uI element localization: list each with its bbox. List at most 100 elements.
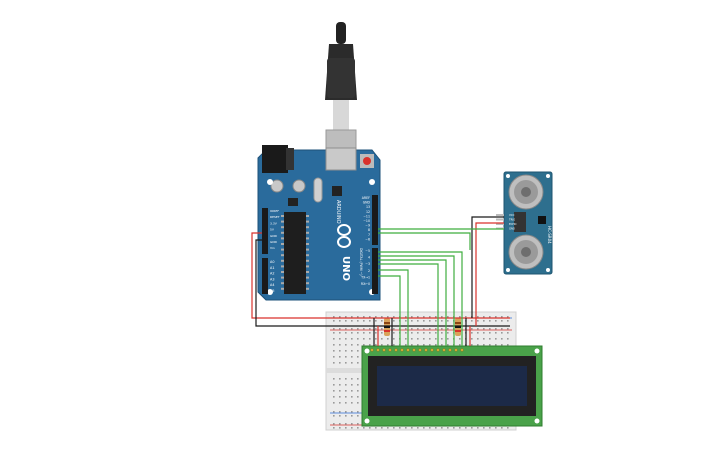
bb-rail-hole[interactable] (345, 427, 347, 429)
bb-rail-hole[interactable] (495, 320, 497, 322)
bb-hole[interactable] (357, 338, 359, 340)
bb-rail-hole[interactable] (357, 427, 359, 429)
bb-hole[interactable] (345, 338, 347, 340)
bb-hole[interactable] (357, 350, 359, 352)
bb-rail-hole[interactable] (507, 316, 509, 318)
bb-hole[interactable] (489, 338, 491, 340)
bb-rail-hole[interactable] (345, 411, 347, 413)
bb-hole[interactable] (333, 384, 335, 386)
bb-rail-hole[interactable] (381, 328, 383, 330)
bb-hole[interactable] (483, 344, 485, 346)
bb-rail-hole[interactable] (429, 332, 431, 334)
lcd-16x2[interactable] (361, 345, 543, 427)
bb-rail-hole[interactable] (489, 316, 491, 318)
bb-rail-hole[interactable] (351, 427, 353, 429)
bb-hole[interactable] (369, 344, 371, 346)
bb-rail-hole[interactable] (507, 328, 509, 330)
bb-rail-hole[interactable] (387, 427, 389, 429)
bb-rail-hole[interactable] (351, 411, 353, 413)
bb-rail-hole[interactable] (351, 332, 353, 334)
lcd-pin[interactable] (430, 348, 434, 352)
bb-rail-hole[interactable] (345, 415, 347, 417)
bb-rail-hole[interactable] (405, 328, 407, 330)
digital-header-low[interactable] (372, 248, 378, 294)
bb-rail-hole[interactable] (459, 316, 461, 318)
bb-rail-hole[interactable] (435, 427, 437, 429)
bb-rail-hole[interactable] (441, 320, 443, 322)
bb-rail-hole[interactable] (483, 328, 485, 330)
bb-hole[interactable] (339, 350, 341, 352)
bb-hole[interactable] (441, 344, 443, 346)
bb-rail-hole[interactable] (477, 427, 479, 429)
bb-rail-hole[interactable] (351, 328, 353, 330)
bb-rail-hole[interactable] (345, 316, 347, 318)
bb-rail-hole[interactable] (381, 320, 383, 322)
bb-rail-hole[interactable] (495, 328, 497, 330)
bb-rail-hole[interactable] (333, 411, 335, 413)
bb-rail-hole[interactable] (423, 316, 425, 318)
bb-rail-hole[interactable] (477, 332, 479, 334)
bb-rail-hole[interactable] (423, 332, 425, 334)
bb-hole[interactable] (357, 390, 359, 392)
bb-hole[interactable] (345, 384, 347, 386)
bb-rail-hole[interactable] (333, 423, 335, 425)
bb-rail-hole[interactable] (411, 320, 413, 322)
bb-rail-hole[interactable] (393, 328, 395, 330)
bb-hole[interactable] (381, 338, 383, 340)
lcd-pin[interactable] (454, 348, 458, 352)
bb-hole[interactable] (483, 338, 485, 340)
bb-hole[interactable] (363, 344, 365, 346)
bb-hole[interactable] (357, 402, 359, 404)
bb-rail-hole[interactable] (489, 320, 491, 322)
bb-rail-hole[interactable] (483, 427, 485, 429)
bb-rail-hole[interactable] (483, 332, 485, 334)
bb-hole[interactable] (477, 344, 479, 346)
bb-rail-hole[interactable] (357, 423, 359, 425)
bb-rail-hole[interactable] (417, 332, 419, 334)
bb-hole[interactable] (339, 356, 341, 358)
bb-rail-hole[interactable] (441, 328, 443, 330)
analog-header[interactable] (262, 258, 268, 294)
bb-rail-hole[interactable] (435, 328, 437, 330)
bb-hole[interactable] (333, 402, 335, 404)
bb-rail-hole[interactable] (501, 328, 503, 330)
bb-rail-hole[interactable] (501, 316, 503, 318)
bb-rail-hole[interactable] (351, 316, 353, 318)
bb-rail-hole[interactable] (369, 316, 371, 318)
bb-hole[interactable] (375, 344, 377, 346)
bb-rail-hole[interactable] (471, 427, 473, 429)
bb-rail-hole[interactable] (369, 332, 371, 334)
bb-rail-hole[interactable] (483, 320, 485, 322)
reset-button[interactable] (363, 157, 371, 165)
bb-rail-hole[interactable] (441, 332, 443, 334)
bb-hole[interactable] (345, 350, 347, 352)
lcd-pin[interactable] (436, 348, 440, 352)
bb-hole[interactable] (351, 402, 353, 404)
bb-rail-hole[interactable] (357, 415, 359, 417)
bb-rail-hole[interactable] (459, 427, 461, 429)
bb-hole[interactable] (501, 338, 503, 340)
bb-rail-hole[interactable] (345, 328, 347, 330)
bb-rail-hole[interactable] (333, 427, 335, 429)
bb-rail-hole[interactable] (333, 415, 335, 417)
bb-hole[interactable] (405, 338, 407, 340)
bb-rail-hole[interactable] (501, 320, 503, 322)
bb-hole[interactable] (351, 338, 353, 340)
bb-hole[interactable] (507, 344, 509, 346)
bb-hole[interactable] (351, 356, 353, 358)
arduino-uno-board[interactable]: ARDUINO UNO DIGITAL (PWM ~) IOREFRESET3.… (257, 145, 381, 301)
bb-rail-hole[interactable] (465, 427, 467, 429)
bb-hole[interactable] (387, 344, 389, 346)
lcd-pin[interactable] (394, 348, 398, 352)
power-header[interactable] (262, 208, 268, 254)
bb-hole[interactable] (351, 362, 353, 364)
bb-rail-hole[interactable] (333, 332, 335, 334)
bb-hole[interactable] (375, 338, 377, 340)
lcd-pin[interactable] (406, 348, 410, 352)
bb-rail-hole[interactable] (345, 423, 347, 425)
bb-rail-hole[interactable] (405, 316, 407, 318)
bb-hole[interactable] (351, 350, 353, 352)
bb-hole[interactable] (333, 356, 335, 358)
bb-rail-hole[interactable] (435, 332, 437, 334)
bb-hole[interactable] (345, 344, 347, 346)
